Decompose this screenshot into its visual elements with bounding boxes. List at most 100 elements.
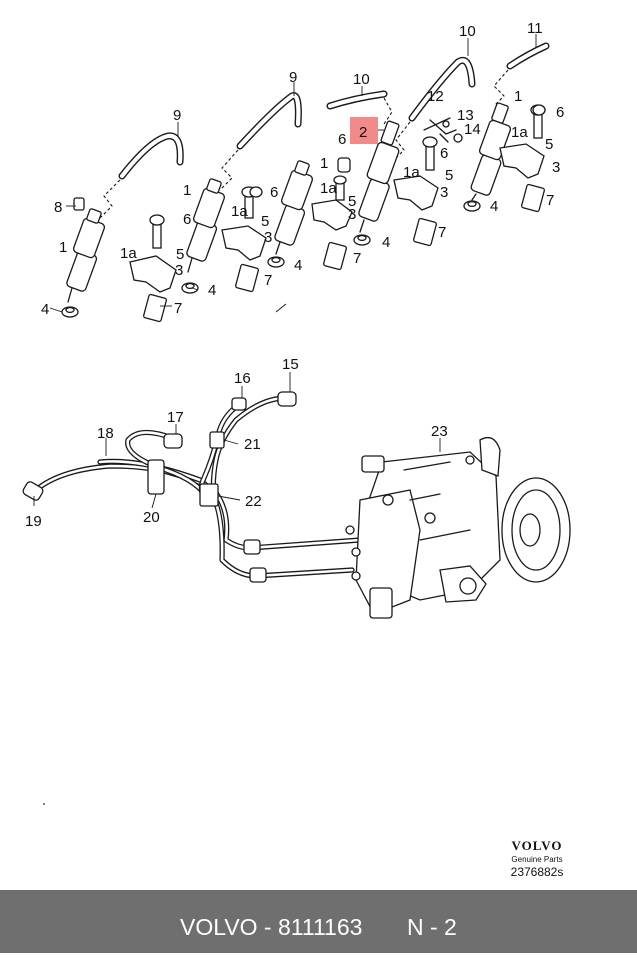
callout-15[interactable]: 15 [282, 356, 299, 373]
callout-1a[interactable]: 1a [403, 164, 420, 181]
bolt-5-c [333, 175, 347, 201]
callout-7[interactable]: 7 [353, 250, 361, 267]
bolt-5-d [422, 136, 438, 171]
callout-6[interactable]: 6 [183, 211, 191, 228]
callout-8[interactable]: 8 [54, 199, 62, 216]
sleeve-7-a [143, 293, 167, 323]
pipe-end-lower-1 [243, 539, 261, 555]
callout-1a[interactable]: 1a [320, 180, 337, 197]
callout-9[interactable]: 9 [173, 107, 181, 124]
callout-5[interactable]: 5 [445, 167, 453, 184]
clamp-3-a [129, 255, 177, 293]
callout-10[interactable]: 10 [459, 23, 476, 40]
return-hoses [99, 42, 550, 219]
callout-6[interactable]: 6 [270, 184, 278, 201]
clamp-3-d [393, 175, 439, 211]
callout-highlight [350, 117, 378, 144]
callout-5[interactable]: 5 [261, 213, 269, 230]
parts-diagram: 9 9 10 10 11 12 13 14 2 8 1 1 1 1 1 1a 1… [22, 20, 571, 805]
callout-6[interactable]: 6 [338, 131, 346, 148]
callout-18[interactable]: 18 [97, 425, 114, 442]
callout-6[interactable]: 6 [556, 104, 564, 121]
injector-2 [181, 178, 226, 294]
footer-position-ref: N - 2 [407, 914, 457, 940]
callout-4[interactable]: 4 [294, 257, 302, 274]
callout-1a[interactable]: 1a [511, 124, 528, 141]
injectors [61, 102, 512, 318]
injector-3 [267, 160, 314, 268]
clamp-3-e [499, 143, 545, 179]
callout-7[interactable]: 7 [264, 272, 272, 289]
washer-6-b [249, 186, 263, 198]
sleeve-7-b [235, 263, 259, 293]
stray-mark [43, 803, 45, 805]
callout-20[interactable]: 20 [143, 509, 160, 526]
callout-9[interactable]: 9 [289, 69, 297, 86]
mounting-hardware [73, 104, 546, 323]
callout-1[interactable]: 1 [320, 155, 328, 172]
callout-1[interactable]: 1 [59, 239, 67, 256]
clip-22 [199, 483, 219, 507]
callout-6[interactable]: 6 [440, 145, 448, 162]
pipe-end-19 [22, 481, 44, 501]
injector-1 [61, 208, 106, 318]
callout-3[interactable]: 3 [175, 262, 183, 279]
clip-20 [147, 459, 165, 495]
callout-1a[interactable]: 1a [120, 245, 137, 262]
callout-1a[interactable]: 1a [231, 203, 248, 220]
callout-5[interactable]: 5 [348, 193, 356, 210]
callout-2[interactable]: 2 [359, 124, 367, 141]
pipe-end-lower-2 [249, 567, 267, 583]
callout-3[interactable]: 3 [440, 184, 448, 201]
washer-6-c [337, 157, 351, 173]
brand-block: VOLVO Genuine Parts 2376882s [482, 838, 592, 879]
clip-21 [209, 431, 225, 449]
callout-21[interactable]: 21 [244, 436, 261, 453]
callout-7[interactable]: 7 [438, 224, 446, 241]
callout-7[interactable]: 7 [546, 192, 554, 209]
washer-6-e [532, 104, 546, 116]
callout-19[interactable]: 19 [25, 513, 42, 530]
callout-5[interactable]: 5 [545, 136, 553, 153]
sleeve-7-c [323, 241, 347, 271]
callout-23[interactable]: 23 [431, 423, 448, 440]
footer-bar: VOLVO - 8111163 N - 2 [0, 890, 637, 953]
pipe-end-17 [163, 433, 183, 449]
sleeve-7-e [521, 183, 545, 213]
fitting-12-13-14 [423, 117, 463, 143]
drawing-code: 2376882s [510, 865, 564, 879]
callout-4[interactable]: 4 [490, 198, 498, 215]
callout-10[interactable]: 10 [353, 71, 370, 88]
fuel-pipes [22, 391, 363, 583]
callout-1[interactable]: 1 [183, 182, 191, 199]
pipe-end-15 [277, 391, 297, 407]
injection-pump [345, 436, 571, 619]
callout-4[interactable]: 4 [41, 301, 49, 318]
callout-3[interactable]: 3 [348, 206, 356, 223]
callouts: 9 9 10 10 11 12 13 14 2 8 1 1 1 1 1 1a 1… [25, 20, 564, 530]
footer-part-number: VOLVO - 8111163 [180, 914, 363, 940]
injector-4 [353, 120, 400, 246]
callout-4[interactable]: 4 [208, 282, 216, 299]
callout-4[interactable]: 4 [382, 234, 390, 251]
brand-subtitle: Genuine Parts [511, 855, 563, 864]
callout-1[interactable]: 1 [514, 88, 522, 105]
sleeve-7-d [413, 217, 437, 247]
pipe-end-16 [231, 397, 247, 411]
hose-9-left [118, 132, 184, 180]
brand-logo: VOLVO [511, 838, 563, 853]
callout-13[interactable]: 13 [457, 107, 474, 124]
clamp-3-c [311, 199, 353, 231]
callout-16[interactable]: 16 [234, 370, 251, 387]
callout-3[interactable]: 3 [264, 229, 272, 246]
callout-11[interactable]: 11 [527, 20, 543, 37]
callout-7[interactable]: 7 [174, 300, 182, 317]
callout-17[interactable]: 17 [167, 409, 184, 426]
callout-3[interactable]: 3 [552, 159, 560, 176]
stud-8 [73, 197, 85, 211]
callout-22[interactable]: 22 [245, 493, 262, 510]
leader-lines [33, 34, 537, 509]
callout-14[interactable]: 14 [464, 121, 481, 138]
callout-12[interactable]: 12 [427, 88, 444, 105]
callout-5[interactable]: 5 [176, 246, 184, 263]
